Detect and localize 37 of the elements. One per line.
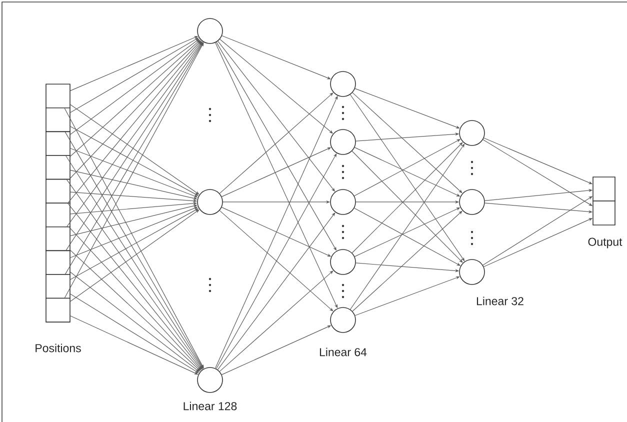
vector-cell: [46, 226, 70, 252]
arrow: [350, 144, 465, 310]
layer-label: Output: [588, 238, 622, 248]
neuron-circle: [197, 189, 223, 215]
arrow: [219, 270, 334, 372]
neuron-circle: [330, 249, 356, 275]
arrow: [219, 92, 334, 194]
vector-cell: [46, 84, 70, 108]
arrow: [222, 35, 331, 80]
vector-cell: [46, 131, 70, 156]
neuron-circle: [330, 71, 356, 97]
vector-cell: [46, 250, 70, 275]
arrow: [219, 210, 334, 312]
neuron-circle: [197, 18, 223, 44]
layer-label: Linear 32: [476, 296, 524, 306]
arrow: [70, 40, 200, 157]
neuron-circle: [330, 129, 356, 155]
arrow: [69, 226, 202, 370]
neuron-circle: [330, 189, 356, 215]
vector-cell: [592, 176, 616, 202]
neuron-circle: [459, 120, 485, 146]
vector-cell: [592, 200, 616, 226]
arrow: [70, 148, 198, 198]
neuron-circle: [459, 189, 485, 215]
vector-cell: [46, 155, 70, 180]
layer-label: Linear 64: [320, 348, 367, 356]
neuron-circle: [197, 367, 223, 393]
arrow: [352, 210, 462, 312]
vector-cell: [46, 298, 70, 322]
vector-cell: [46, 202, 70, 228]
layer-label: Positions: [36, 344, 81, 352]
neuron-circle: [330, 307, 356, 333]
vector-cell: [46, 274, 70, 299]
arrow: [352, 92, 462, 194]
vector-cell: [46, 108, 70, 132]
neuron-circle: [459, 259, 485, 285]
vector-cell: [46, 178, 70, 204]
